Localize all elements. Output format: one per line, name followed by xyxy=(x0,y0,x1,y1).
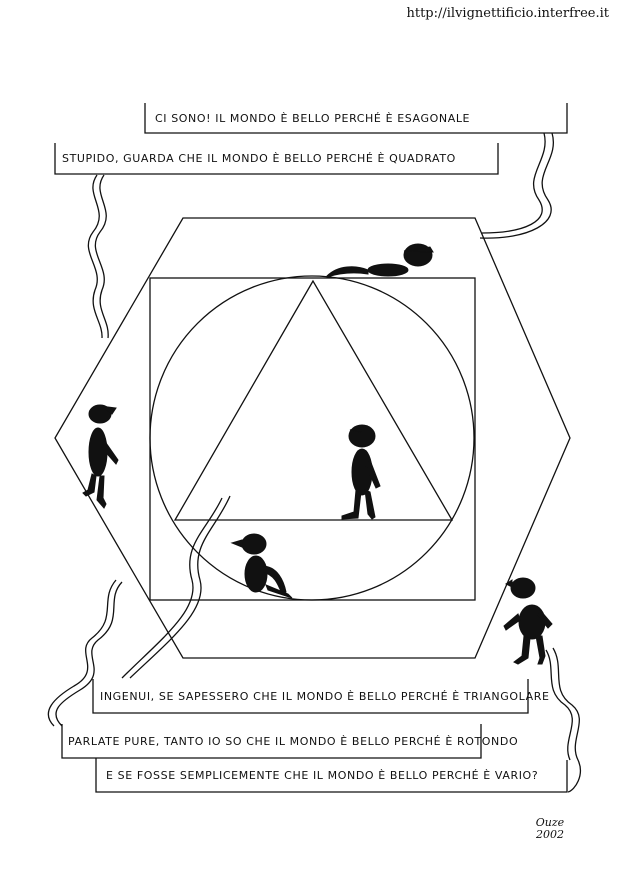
caption-triangle: INGENUI, SE SAPESSERO CHE IL MONDO È BEL… xyxy=(100,690,550,703)
square-speech-box xyxy=(54,143,499,175)
triangle-shape xyxy=(173,279,454,521)
character-hexagon xyxy=(82,404,119,509)
signature-year: 2002 xyxy=(536,828,564,841)
character-triangle xyxy=(341,424,381,520)
circle-shape xyxy=(149,275,475,601)
source-url: http://ilvignettificio.interfree.it xyxy=(406,6,609,21)
character-varied xyxy=(503,577,553,665)
speech-tail-hexagon xyxy=(479,132,554,239)
hexagon-speech-box xyxy=(144,103,568,134)
caption-varied: E SE FOSSE SEMPLICEMENTE CHE IL MONDO È … xyxy=(106,769,539,782)
square-shape xyxy=(149,277,476,601)
caption-square: STUPIDO, GUARDA CHE IL MONDO È BELLO PER… xyxy=(62,152,456,165)
speech-tail-square xyxy=(94,174,109,339)
caption-hexagon: CI SONO! IL MONDO È BELLO PERCHÉ È ESAGO… xyxy=(155,112,471,125)
signature-name: Ouze xyxy=(535,816,565,829)
circle-speech-box xyxy=(61,724,482,759)
varied-speech-box xyxy=(95,758,568,793)
speech-tail-triangle xyxy=(129,495,231,679)
signature: Ouze 2002 xyxy=(525,817,575,841)
triangle-speech-box xyxy=(92,679,529,714)
hexagon-shape xyxy=(54,217,571,659)
speech-tail-varied xyxy=(552,647,582,793)
caption-circle: PARLATE PURE, TANTO IO SO CHE IL MONDO È… xyxy=(68,735,519,748)
speech-tail-circle xyxy=(55,581,123,727)
character-circle xyxy=(230,533,293,599)
character-lying-top xyxy=(326,243,434,278)
